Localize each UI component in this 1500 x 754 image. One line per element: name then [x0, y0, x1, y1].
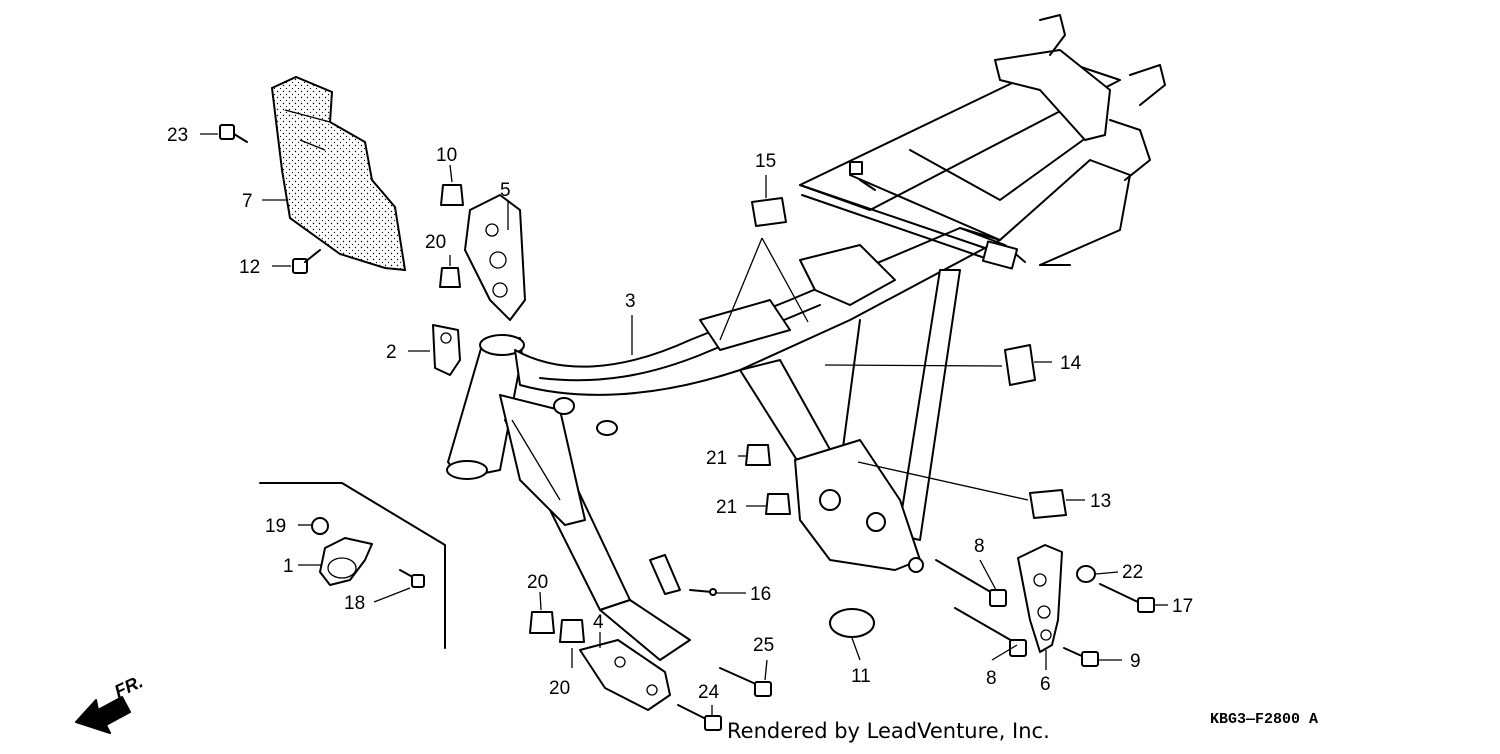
nut-19-part	[311, 517, 329, 535]
inset-divider	[259, 482, 446, 649]
nut-10-part	[440, 184, 464, 206]
bolt-18-part	[399, 569, 425, 588]
callout-labels: 23 7 12 10 5 20 2 3 15 14 21 21 13 19 1 …	[167, 125, 1193, 703]
callout-20-left: 20	[527, 572, 548, 593]
callout-13: 13	[1090, 491, 1111, 512]
nut-21-upper-part	[745, 444, 771, 466]
callout-21-upper: 21	[706, 448, 727, 469]
callout-20-right: 20	[549, 678, 570, 699]
callout-18: 18	[344, 593, 365, 614]
callout-8-upper: 8	[974, 536, 985, 557]
band-11-part	[829, 608, 875, 638]
bolt-8-upper-part	[935, 559, 1007, 607]
bolt-9-part	[1063, 647, 1099, 667]
bolt-24-part	[677, 704, 722, 731]
callout-14: 14	[1060, 353, 1082, 374]
bracket-6-part	[1017, 544, 1063, 653]
bracket-5-part	[464, 194, 526, 321]
callout-4: 4	[593, 612, 604, 633]
bolt-25-part	[719, 667, 772, 697]
callout-15: 15	[755, 151, 776, 172]
callout-6: 6	[1040, 674, 1051, 695]
leader-lines	[200, 133, 1168, 715]
callout-25: 25	[753, 635, 774, 656]
nut-20-left-part	[529, 611, 555, 634]
clamp-13-part	[1029, 489, 1067, 519]
nut-20-right-part	[559, 619, 585, 643]
front-direction-indicator: FR.	[75, 671, 146, 734]
main-frame-part	[446, 14, 1166, 661]
nut-21-lower-part	[765, 493, 791, 515]
callout-10: 10	[436, 145, 457, 166]
callout-11: 11	[851, 666, 871, 687]
credit-text: Rendered by LeadVenture, Inc.	[727, 719, 1050, 743]
callout-23: 23	[167, 125, 188, 146]
clamp-14-part	[1004, 344, 1036, 386]
front-arrow-icon	[75, 696, 131, 734]
callout-19: 19	[265, 516, 286, 537]
callout-7: 7	[242, 191, 253, 212]
callout-21-lower: 21	[716, 497, 737, 518]
callout-20-upper: 20	[425, 232, 446, 253]
callout-2: 2	[386, 342, 397, 363]
callout-5: 5	[500, 180, 511, 201]
heat-shield-part	[270, 75, 407, 272]
bolt-8-lower-part	[954, 607, 1027, 657]
callout-3: 3	[625, 291, 636, 312]
callout-24: 24	[698, 682, 720, 703]
bolt-23-part	[219, 124, 248, 143]
callout-22: 22	[1122, 562, 1143, 583]
washer-22-part	[1076, 565, 1096, 583]
diagram-code: KBG3—F2800 A	[1210, 711, 1318, 728]
bolt-12-part	[292, 249, 321, 274]
callout-16: 16	[750, 584, 771, 605]
bolt-17-part	[1099, 583, 1155, 613]
callout-1: 1	[283, 556, 294, 577]
pin-16-part	[649, 554, 717, 596]
clamp-1-part	[319, 537, 373, 586]
direction-label: FR.	[111, 671, 146, 701]
nut-20-upper-part	[439, 267, 461, 288]
collar-15-part	[751, 197, 787, 227]
callout-17: 17	[1172, 596, 1193, 617]
callout-8-lower: 8	[986, 668, 997, 689]
callout-9: 9	[1130, 651, 1141, 672]
callout-12: 12	[239, 257, 260, 278]
clip-2-part	[432, 324, 461, 376]
